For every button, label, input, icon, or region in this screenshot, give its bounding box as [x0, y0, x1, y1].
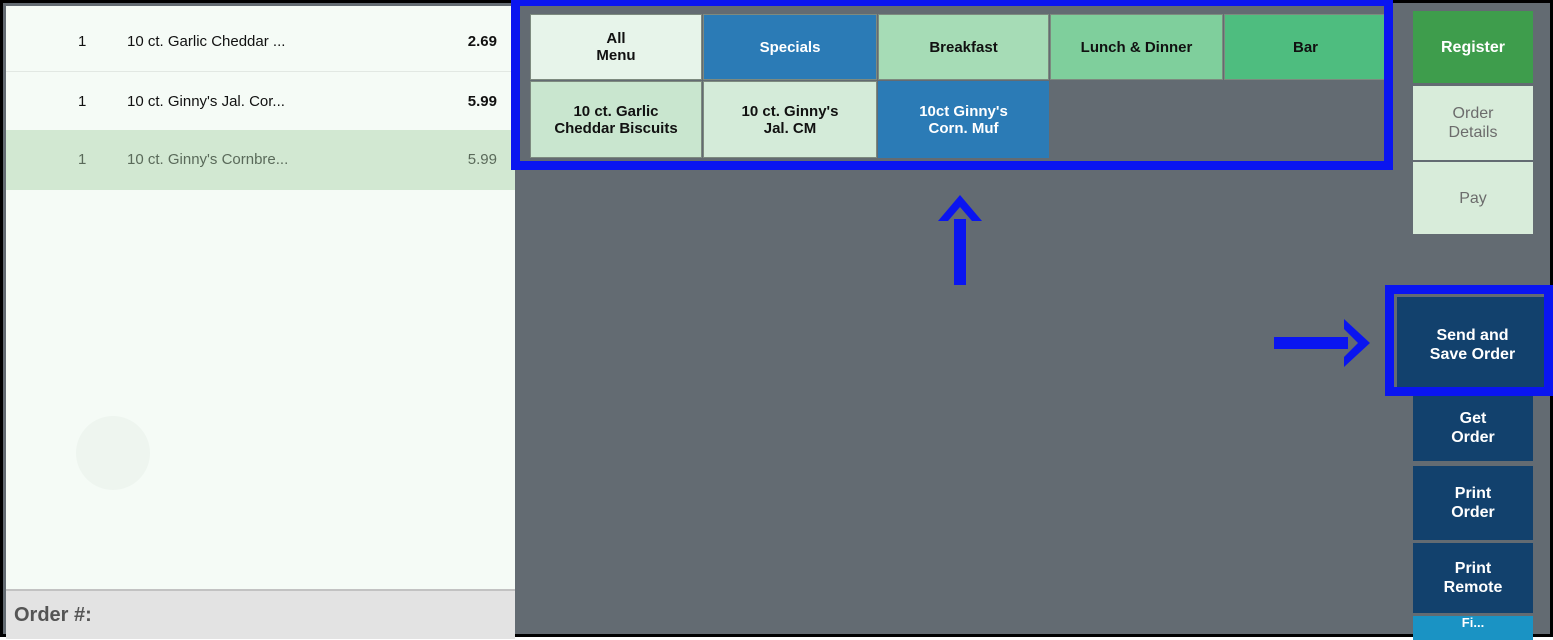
button-label: Pay [1459, 189, 1487, 207]
menu-item-label: 10ct Ginny's Corn. Muf [919, 102, 1008, 137]
category-label: Breakfast [929, 38, 998, 56]
category-specials-button[interactable]: Specials [703, 14, 877, 80]
button-label: Send and Save Order [1429, 326, 1516, 363]
category-label: Specials [759, 38, 821, 56]
menu-item-garlic-cheddar-button[interactable]: 10 ct. Garlic Cheddar Biscuits [530, 81, 702, 158]
line-qty: 1 [78, 151, 87, 168]
annotation-highlight-menu-grid [511, 0, 1393, 170]
category-lunch-dinner-button[interactable]: Lunch & Dinner [1050, 14, 1223, 80]
button-label: Get Order [1451, 410, 1495, 446]
category-breakfast-button[interactable]: Breakfast [878, 14, 1049, 80]
order-number-label: Order #: [14, 604, 92, 626]
order-number-bar: Order #: [6, 589, 515, 639]
button-label: Print Order [1451, 485, 1495, 521]
annotation-highlight-send-button [1385, 285, 1553, 396]
menu-item-corn-muf-button[interactable]: 10ct Ginny's Corn. Muf [878, 81, 1049, 158]
button-label: Print Remote [1443, 560, 1503, 596]
get-order-button[interactable]: Get Order [1413, 395, 1533, 461]
line-name: 10 ct. Ginny's Jal. Cor... [127, 93, 285, 110]
order-line-item[interactable]: 1 10 ct. Garlic Cheddar ... 2.69 [6, 13, 515, 72]
menu-item-label: 10 ct. Garlic Cheddar Biscuits [554, 102, 678, 137]
button-label: Order Details [1448, 105, 1498, 141]
category-all-menu-button[interactable]: All Menu [530, 14, 702, 80]
category-label: Bar [1292, 38, 1318, 56]
register-button[interactable]: Register [1413, 11, 1533, 83]
line-name: 10 ct. Garlic Cheddar ... [127, 33, 286, 50]
order-details-button[interactable]: Order Details [1413, 86, 1533, 160]
send-and-save-order-button[interactable]: Send and Save Order [1397, 297, 1548, 392]
button-label: Fi... [1461, 615, 1485, 630]
order-line-item[interactable]: 1 10 ct. Ginny's Jal. Cor... 5.99 [6, 72, 515, 132]
print-remote-button[interactable]: Print Remote [1413, 543, 1533, 613]
faint-watermark-circle [76, 416, 150, 490]
annotation-arrow-up-icon [938, 195, 982, 285]
line-price: 5.99 [467, 151, 497, 168]
button-label: Register [1440, 38, 1506, 56]
annotation-arrow-right-icon [1274, 319, 1370, 367]
category-label: All Menu [596, 30, 636, 64]
line-qty: 1 [78, 33, 87, 50]
line-qty: 1 [78, 93, 87, 110]
cut-off-button[interactable]: Fi... [1413, 616, 1533, 640]
menu-item-label: 10 ct. Ginny's Jal. CM [741, 102, 839, 137]
print-order-button[interactable]: Print Order [1413, 466, 1533, 540]
pay-button[interactable]: Pay [1413, 162, 1533, 234]
line-price: 5.99 [467, 93, 497, 110]
line-price: 2.69 [467, 33, 497, 50]
order-line-item-selected[interactable]: 1 10 ct. Ginny's Cornbre... 5.99 [6, 130, 515, 190]
line-name: 10 ct. Ginny's Cornbre... [127, 151, 289, 168]
category-label: Lunch & Dinner [1080, 38, 1193, 56]
menu-item-jal-cm-button[interactable]: 10 ct. Ginny's Jal. CM [703, 81, 877, 158]
category-bar-button[interactable]: Bar [1224, 14, 1387, 80]
order-list-panel: 1 10 ct. Garlic Cheddar ... 2.69 1 10 ct… [6, 6, 515, 639]
